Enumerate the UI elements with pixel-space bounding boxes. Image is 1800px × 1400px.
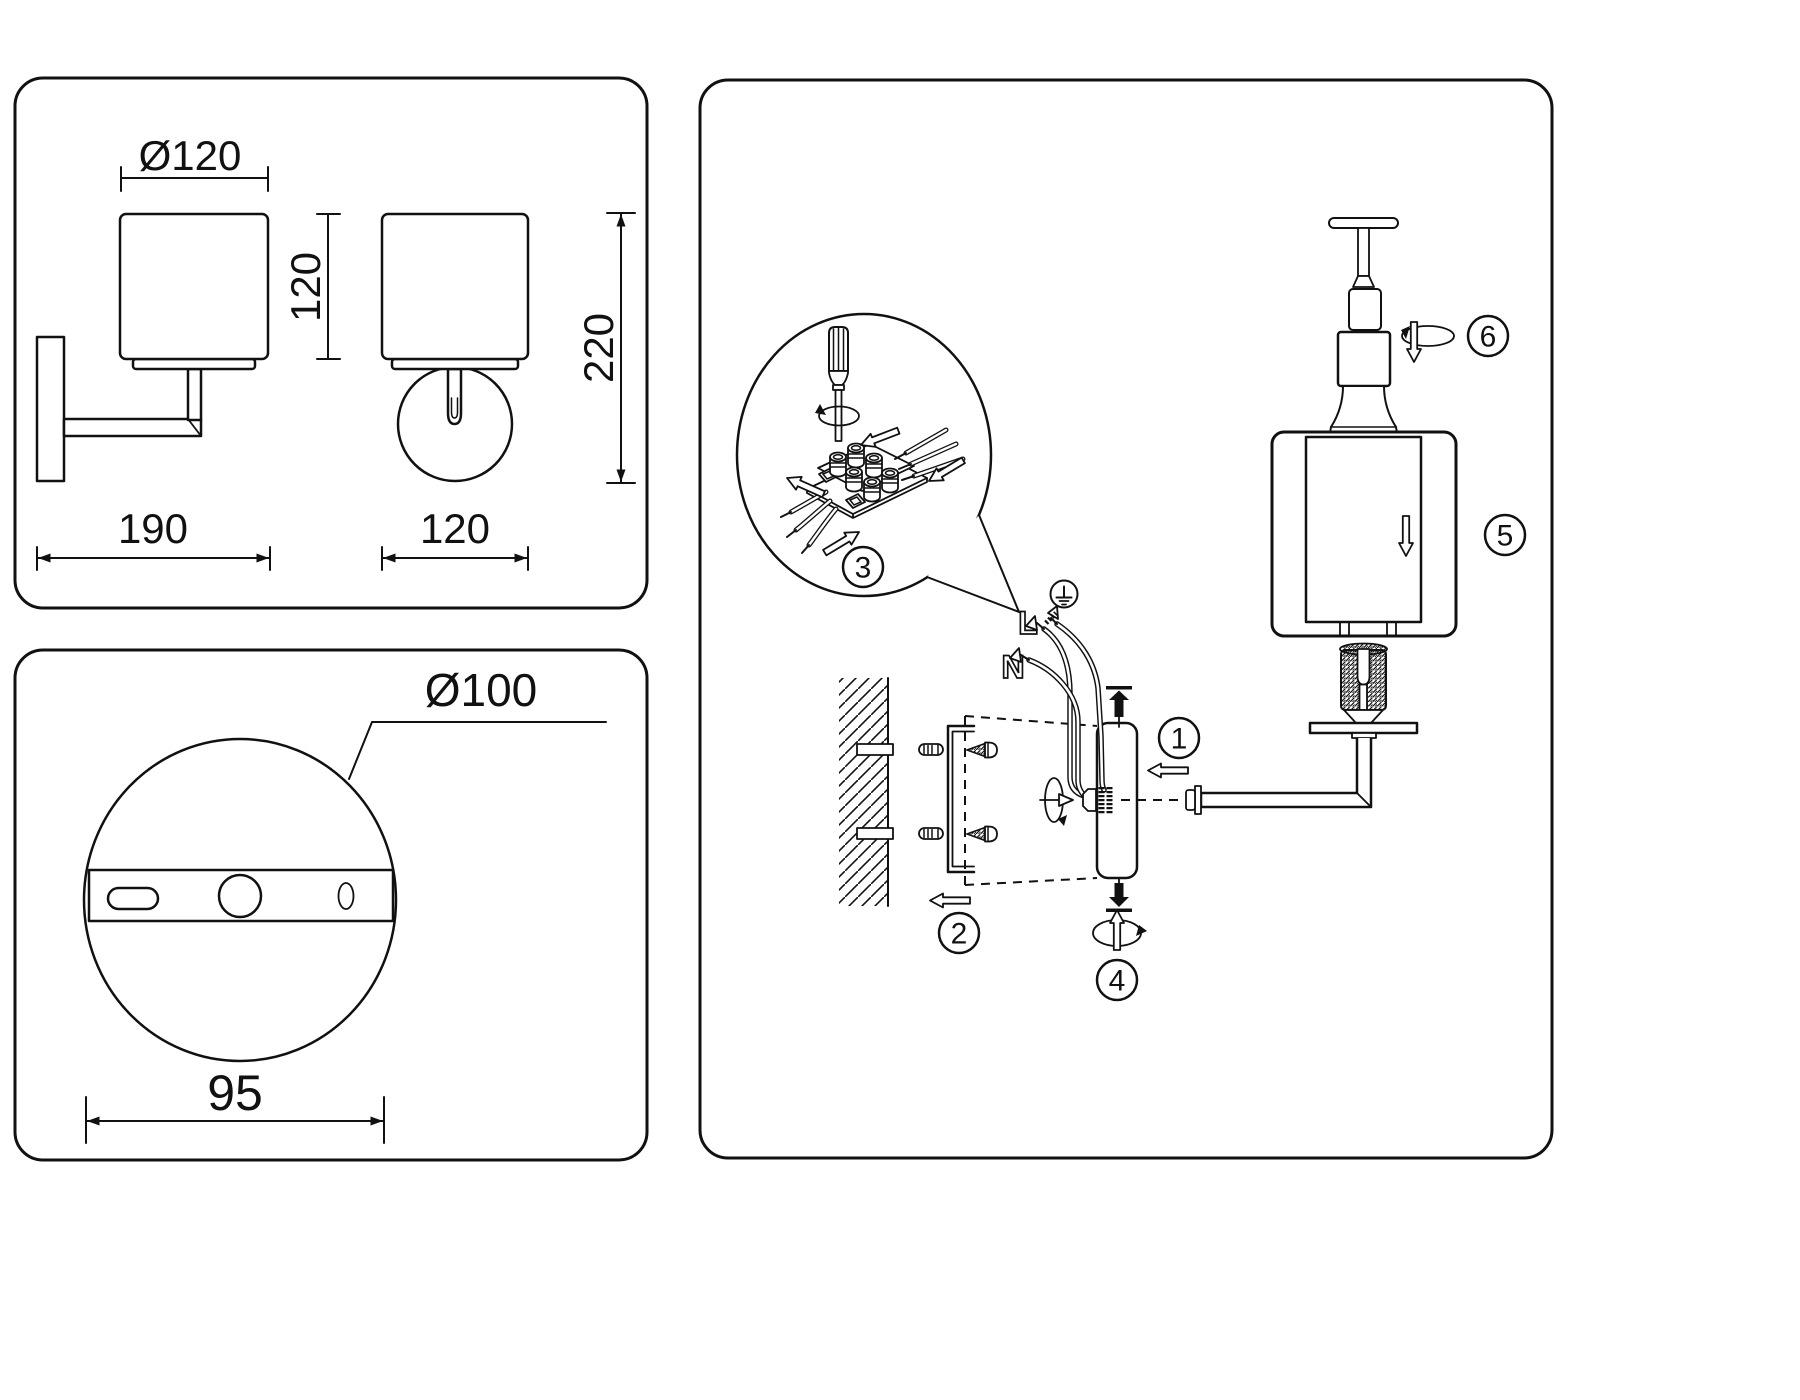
wall-hatch-icon (839, 677, 894, 907)
depth-label: 190 (118, 505, 188, 552)
step-5-number: 5 (1497, 520, 1514, 553)
overall-height-label: 220 (575, 313, 622, 383)
step-3-number: 3 (855, 552, 872, 585)
shade-front (118, 212, 270, 361)
mounting-ring (1308, 721, 1419, 735)
step-6-number: 6 (1480, 321, 1497, 354)
side-view-drawing (380, 212, 530, 483)
mounting-bracket (946, 724, 976, 874)
hole-right (337, 882, 355, 910)
canopy-outline-dashed (964, 715, 1098, 886)
shade-side (380, 212, 530, 361)
arm-stem (186, 367, 203, 422)
dim-overall-height: 220 (575, 212, 636, 484)
plate-diameter-label: Ø100 (425, 664, 538, 716)
socket-cover (1336, 330, 1392, 388)
wall-plate (35, 335, 66, 483)
terminal-side (1082, 787, 1113, 814)
arm-horizontal (62, 417, 203, 438)
detail-balloon (735, 312, 1020, 613)
locking-knob (1039, 777, 1074, 826)
step-6-badge: 6 (1466, 314, 1510, 358)
wire-entry-hole (845, 493, 866, 509)
step-1-badge: 1 (1157, 716, 1201, 760)
lamp-shade (1270, 430, 1458, 638)
lamp-socket (1339, 642, 1388, 724)
panel-border (13, 76, 649, 610)
lamp-arm (1185, 732, 1377, 815)
shade-diameter-label: Ø120 (139, 132, 242, 179)
shade-width-label: 120 (420, 505, 490, 552)
slot-left (106, 886, 160, 911)
shade-base (131, 357, 257, 371)
center-hole (217, 873, 263, 919)
arm-stem-side (446, 367, 463, 426)
terminal-block (780, 423, 968, 560)
step-4-rotate (1092, 909, 1147, 951)
ground-icon (1049, 579, 1079, 609)
step-6-rotate (1401, 321, 1455, 363)
push-up-arrow (1106, 686, 1132, 728)
plate-drawing (87, 868, 395, 923)
dim-shade-width: 120 (381, 505, 529, 571)
push-down-arrow (1106, 877, 1132, 912)
step-1-number: 1 (1171, 723, 1188, 756)
installation-panel: 3 L N (698, 78, 1554, 1160)
lamp-finial (1328, 217, 1399, 288)
dim-slot-spacing: 95 (85, 1065, 385, 1144)
screwdriver-icon (815, 326, 860, 442)
step-2-number: 2 (951, 918, 968, 951)
threaded-nipple (1348, 288, 1382, 331)
step-2-badge: 2 (937, 911, 981, 955)
dim-shade-diameter: Ø120 (120, 132, 269, 192)
dim-depth: 190 (36, 505, 271, 571)
leader-line (348, 721, 607, 780)
front-view-drawing (35, 212, 270, 483)
shade-base-side (390, 357, 520, 371)
shade-height-label: 120 (282, 252, 329, 322)
step-4-number: 4 (1109, 965, 1126, 998)
anchor-hole (856, 743, 894, 756)
dim-shade-height: 120 (282, 213, 341, 360)
step-4-badge: 4 (1095, 958, 1139, 1002)
slot-spacing-label: 95 (207, 1065, 263, 1121)
mounting-plate-panel: Ø100 95 (13, 648, 649, 1162)
step-3-badge: 3 (841, 545, 885, 589)
dimensions-panel: Ø120 120 22 (13, 76, 649, 610)
step-5-badge: 5 (1483, 513, 1527, 557)
rotate-icon (815, 404, 860, 427)
anchor-hole (856, 827, 894, 840)
